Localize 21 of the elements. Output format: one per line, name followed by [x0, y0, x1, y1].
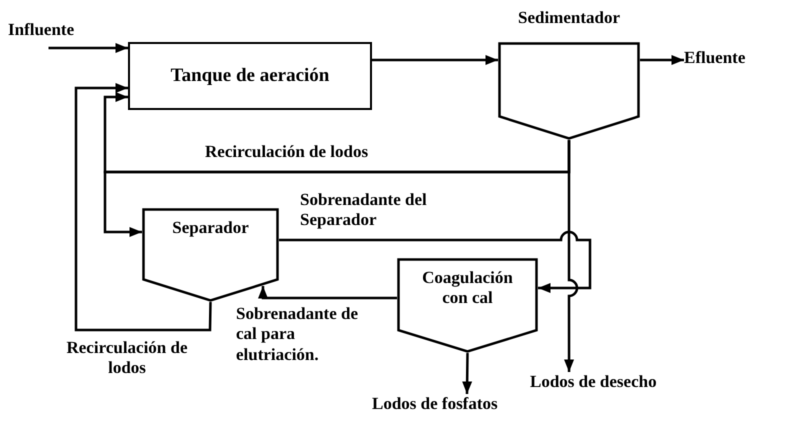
flow-arrow [74, 82, 212, 332]
tank-label: Tanque de aeración [170, 64, 330, 88]
stream-label: Lodos de fosfatos [372, 394, 572, 418]
edge-label: Sobrenadante de cal para elutriación. [236, 304, 360, 366]
unit-label: Separador [171, 218, 250, 238]
edge-label: Recirculación de lodos [65, 338, 189, 379]
unit-heading: Sedimentador [517, 8, 621, 28]
flow-arrow [372, 55, 498, 65]
unit-label: Coagulación con cal [421, 268, 514, 309]
flow-arrow [48, 43, 128, 53]
stream-label: Lodos de desecho [530, 372, 740, 396]
flow-arrow [258, 286, 397, 300]
edge-label: Recirculación de lodos [205, 142, 370, 162]
edge-label: Sobrenadante del Separador [300, 190, 428, 231]
flow-arrow [279, 230, 592, 294]
flow-arrow [640, 55, 684, 65]
flow-arrow [564, 140, 578, 372]
flow-arrow [462, 352, 472, 394]
stream-label: Efluente [684, 48, 784, 72]
tank-box [128, 42, 372, 110]
stream-label: Influente [8, 20, 98, 48]
